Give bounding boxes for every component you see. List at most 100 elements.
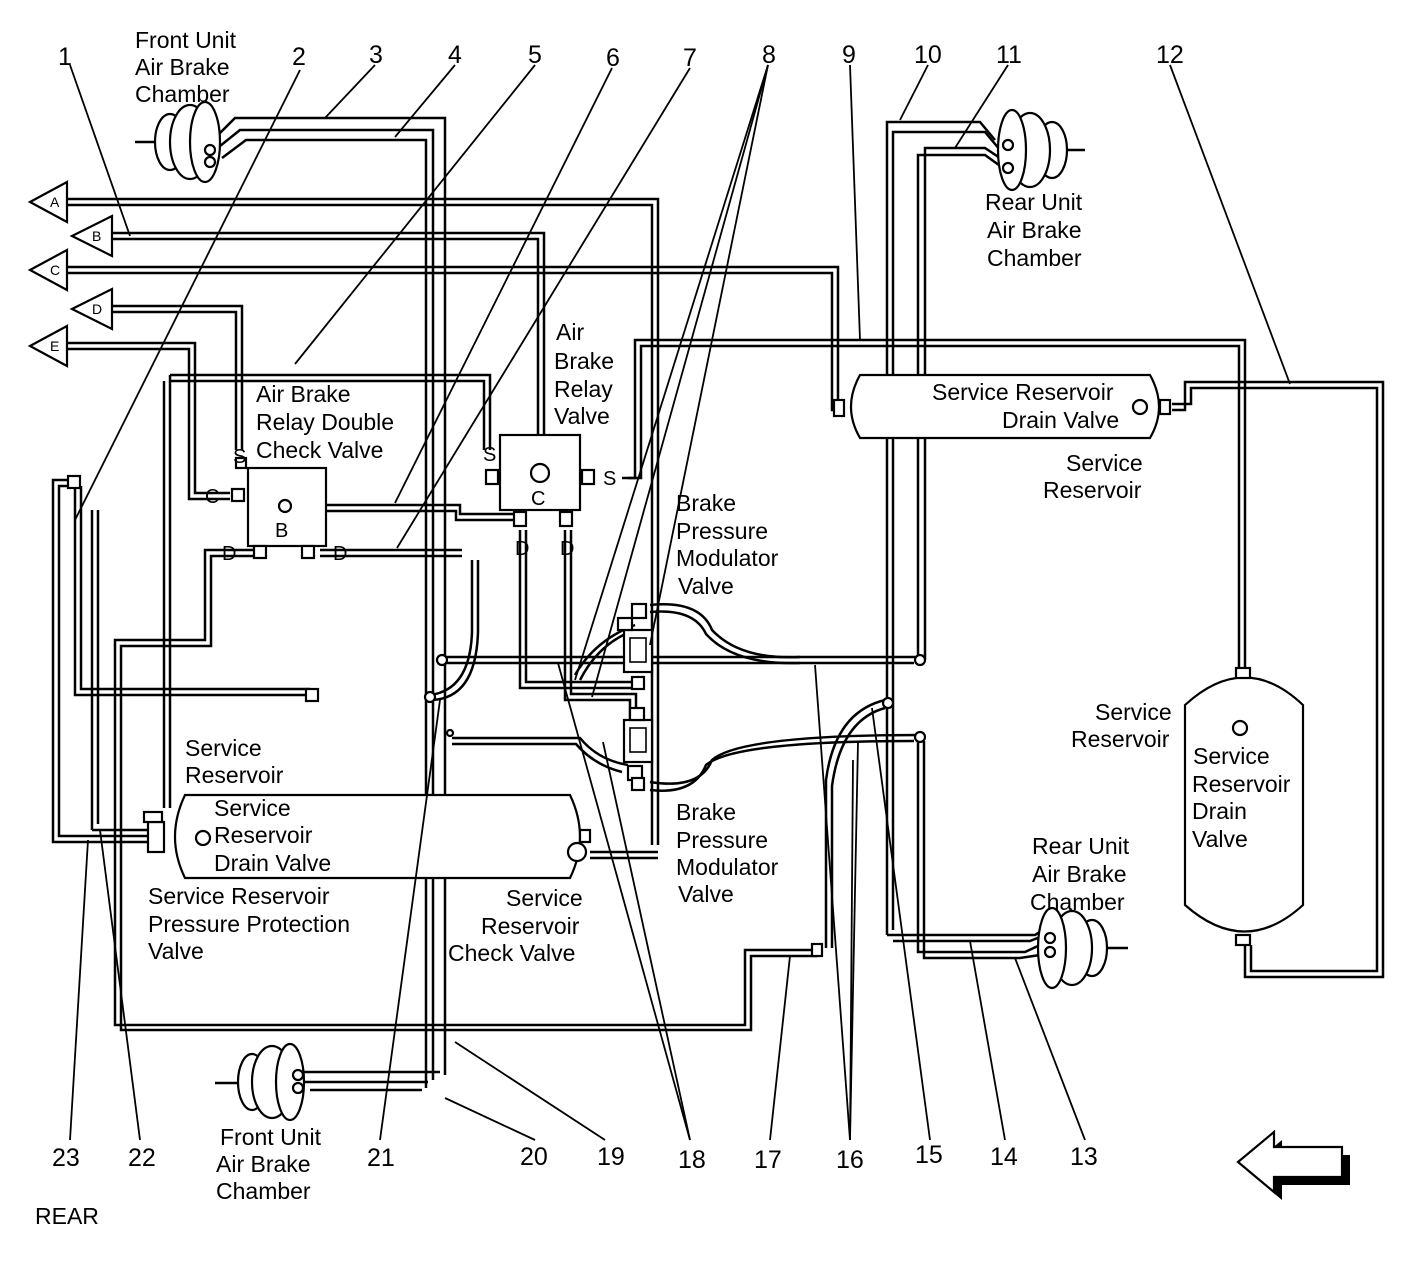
- label-relay-valve: Air Brake Relay Valve: [554, 319, 614, 429]
- label-reservoir-top: Service Reservoir Drain Valve Service Re…: [932, 379, 1143, 503]
- brake-pressure-modulator-bottom: [622, 706, 654, 792]
- label-relay-double-check-valve: Air Brake Relay Double Check Valve: [256, 381, 394, 463]
- callout-19: 19: [597, 1143, 625, 1171]
- svg-text:Reservoir: Reservoir: [185, 762, 284, 788]
- svg-text:Check Valve: Check Valve: [256, 437, 383, 463]
- svg-text:E: E: [50, 338, 59, 354]
- svg-text:Service Reservoir: Service Reservoir: [932, 379, 1114, 405]
- svg-text:Front Unit: Front Unit: [135, 27, 237, 53]
- callout-numbers: 1 2 3 4 5 6 7 8 9 10 11 12 13 14 15 16 1…: [52, 41, 1184, 1174]
- label-reservoir-right: Service Reservoir Service Reservoir Drai…: [1071, 699, 1291, 852]
- svg-text:C: C: [205, 486, 219, 508]
- callout-17: 17: [754, 1146, 782, 1174]
- svg-text:Chamber: Chamber: [1030, 889, 1125, 915]
- svg-text:Brake: Brake: [676, 799, 736, 825]
- svg-text:Modulator: Modulator: [676, 854, 779, 880]
- callout-21: 21: [367, 1144, 395, 1172]
- relay-valve: [484, 433, 596, 528]
- label-rear-chamber-top: Rear Unit Air Brake Chamber: [985, 189, 1083, 271]
- callout-5: 5: [528, 41, 542, 69]
- connector-a: A: [27, 180, 69, 224]
- svg-text:Reservoir: Reservoir: [1071, 726, 1170, 752]
- svg-text:Air Brake: Air Brake: [1032, 861, 1127, 887]
- svg-text:C: C: [531, 488, 545, 510]
- svg-text:Service: Service: [1066, 450, 1143, 476]
- svg-text:Valve: Valve: [678, 573, 734, 599]
- callout-2: 2: [292, 43, 306, 71]
- svg-text:Air Brake: Air Brake: [987, 217, 1082, 243]
- callout-15: 15: [915, 1141, 943, 1169]
- label-protection-valve: Service Reservoir Pressure Protection Va…: [148, 883, 350, 964]
- rear-chamber-bottom: [1036, 906, 1128, 990]
- relay-double-check-valve: [230, 456, 328, 560]
- callout-12: 12: [1156, 41, 1184, 69]
- svg-text:Relay Double: Relay Double: [256, 409, 394, 435]
- svg-text:Service: Service: [506, 885, 583, 911]
- callout-1: 1: [58, 43, 72, 71]
- svg-text:Drain Valve: Drain Valve: [214, 850, 331, 876]
- svg-text:Air: Air: [556, 319, 584, 345]
- label-modulator-bottom: Brake Pressure Modulator Valve: [676, 799, 779, 907]
- front-chamber-bottom: [215, 1042, 306, 1122]
- svg-text:C: C: [50, 262, 60, 278]
- svg-text:D: D: [333, 543, 347, 565]
- service-reservoir-right: [1183, 666, 1305, 947]
- svg-text:Reservoir: Reservoir: [481, 913, 580, 939]
- svg-text:D: D: [560, 538, 574, 560]
- callout-14: 14: [990, 1143, 1018, 1171]
- service-reservoir-top: [832, 373, 1172, 440]
- callout-11: 11: [996, 41, 1022, 69]
- svg-text:Air Brake: Air Brake: [135, 54, 230, 80]
- callout-10: 10: [914, 41, 942, 69]
- svg-text:S: S: [603, 468, 616, 490]
- callout-16: 16: [836, 1146, 864, 1174]
- label-front-chamber-bottom: Front Unit Air Brake Chamber: [216, 1124, 322, 1204]
- svg-text:Valve: Valve: [678, 881, 734, 907]
- callout-3: 3: [369, 41, 383, 69]
- connector-c: C: [27, 248, 69, 292]
- svg-text:Pressure: Pressure: [676, 518, 768, 544]
- svg-text:Service: Service: [185, 735, 262, 761]
- svg-text:Rear Unit: Rear Unit: [1032, 833, 1130, 859]
- connector-b: B: [69, 214, 114, 258]
- front-chamber-top: [135, 100, 222, 184]
- svg-text:Service: Service: [1095, 699, 1172, 725]
- callout-4: 4: [448, 41, 462, 69]
- svg-text:Brake: Brake: [676, 490, 736, 516]
- svg-text:A: A: [50, 194, 60, 210]
- svg-text:Chamber: Chamber: [987, 245, 1082, 271]
- callout-7: 7: [683, 44, 697, 72]
- svg-text:Valve: Valve: [554, 403, 610, 429]
- svg-text:D: D: [92, 301, 102, 317]
- rear-chamber-top: [996, 108, 1085, 192]
- svg-text:S: S: [483, 444, 496, 466]
- callout-9: 9: [842, 41, 856, 69]
- view-label: REAR: [35, 1203, 99, 1229]
- svg-text:Service Reservoir: Service Reservoir: [148, 883, 330, 909]
- svg-text:Service: Service: [1193, 743, 1270, 769]
- svg-text:Reservoir: Reservoir: [214, 822, 313, 848]
- connector-d: D: [69, 287, 114, 331]
- svg-text:Drain: Drain: [1192, 798, 1247, 824]
- svg-text:Check Valve: Check Valve: [448, 940, 575, 966]
- svg-text:Air Brake: Air Brake: [216, 1151, 311, 1177]
- svg-text:Reservoir: Reservoir: [1192, 771, 1291, 797]
- svg-text:Chamber: Chamber: [135, 81, 230, 107]
- leader-lines: [69, 64, 1291, 1141]
- svg-text:Service: Service: [214, 795, 291, 821]
- connector-e: E: [27, 324, 69, 368]
- svg-text:Reservoir: Reservoir: [1043, 477, 1142, 503]
- svg-text:Drain Valve: Drain Valve: [1002, 407, 1119, 433]
- callout-20: 20: [520, 1143, 548, 1171]
- svg-text:Rear Unit: Rear Unit: [985, 189, 1083, 215]
- callout-6: 6: [606, 44, 620, 72]
- label-reservoir-left: Service Reservoir Service Reservoir Drai…: [185, 735, 331, 876]
- label-modulator-top: Brake Pressure Modulator Valve: [676, 490, 779, 599]
- label-front-chamber-top: Front Unit Air Brake Chamber: [135, 27, 237, 107]
- svg-text:Pressure: Pressure: [676, 827, 768, 853]
- callout-23: 23: [52, 1144, 80, 1172]
- svg-text:Air Brake: Air Brake: [256, 381, 351, 407]
- svg-text:Valve: Valve: [1192, 826, 1248, 852]
- callout-18: 18: [678, 1146, 706, 1174]
